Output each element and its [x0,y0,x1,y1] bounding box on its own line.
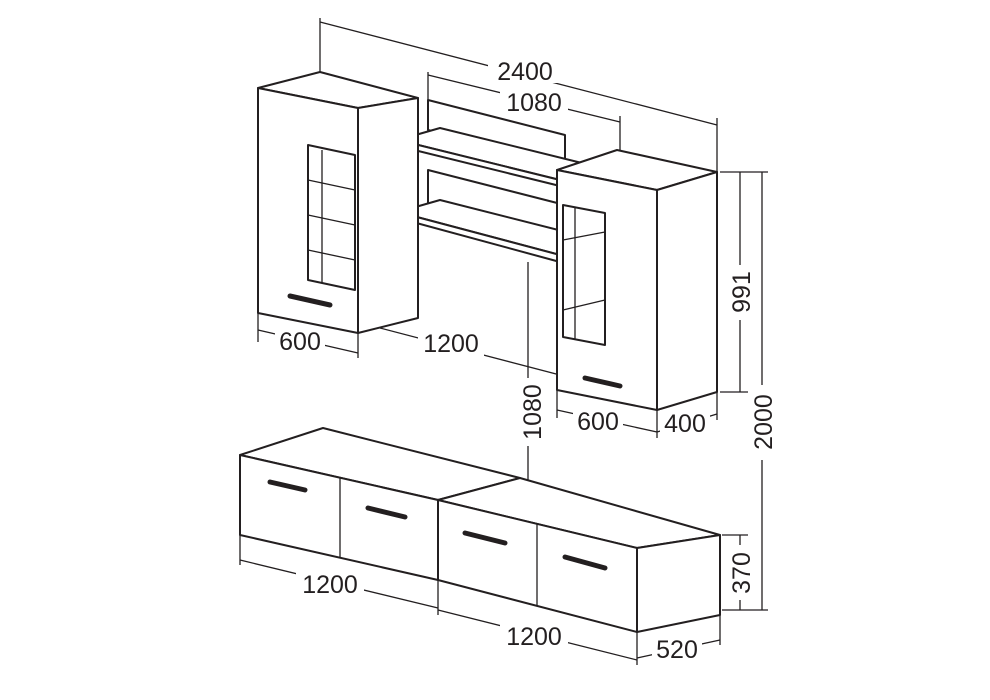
dim-right-cabinet-width: 600 [577,408,619,436]
dim-tv-height: 370 [728,552,756,594]
drawer-handle [562,554,608,571]
dim-right-cabinet-depth: 400 [664,410,706,438]
dim-tv-right-width: 1200 [506,623,562,651]
right-wall-cabinet [556,149,718,411]
dim-shelf-span: 1200 [423,330,479,358]
drawer-handle [365,505,408,520]
dim-tv-depth: 520 [656,636,698,664]
left-wall-cabinet [257,71,419,334]
dim-left-cabinet-width: 600 [279,328,321,356]
dim-shelf-width: 1080 [506,89,562,117]
tv-unit [239,427,721,633]
dim-total-height: 2000 [750,394,778,450]
drawer-handle [462,530,508,546]
dimension-labels: 2400 1080 600 1200 1080 600 400 991 2000… [275,55,778,664]
handle [582,375,623,389]
drawer-handle [267,479,308,493]
dim-cabinet-height: 991 [728,271,756,313]
dim-total-width: 2400 [497,58,553,86]
dim-tv-left-width: 1200 [302,571,358,599]
dim-shelf-height: 1080 [519,384,547,440]
handle [287,293,333,308]
